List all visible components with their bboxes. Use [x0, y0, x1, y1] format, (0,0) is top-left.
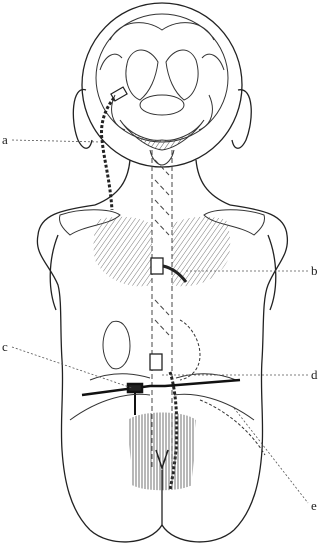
- buttocks: [90, 525, 234, 542]
- brain: [96, 14, 228, 165]
- label-a: a: [2, 133, 8, 146]
- label-c: c: [2, 340, 8, 353]
- torso-left: [37, 205, 95, 530]
- label-d: d: [311, 368, 318, 381]
- pelvic-hatched: [128, 413, 196, 491]
- kidney: [103, 321, 130, 368]
- leader-a: [12, 140, 100, 142]
- torso-right: [230, 205, 287, 530]
- neck-left: [95, 160, 130, 205]
- leader-c: [12, 347, 132, 388]
- leader-e: [234, 408, 308, 503]
- ventricles: [126, 50, 198, 100]
- valve-d: [150, 354, 162, 370]
- scapulae: [59, 210, 264, 235]
- label-b: b: [311, 264, 318, 277]
- ventricular-catheter: [102, 87, 128, 210]
- neck-right: [196, 160, 230, 205]
- peritoneal-catheter: [82, 380, 240, 415]
- label-e: e: [311, 499, 317, 512]
